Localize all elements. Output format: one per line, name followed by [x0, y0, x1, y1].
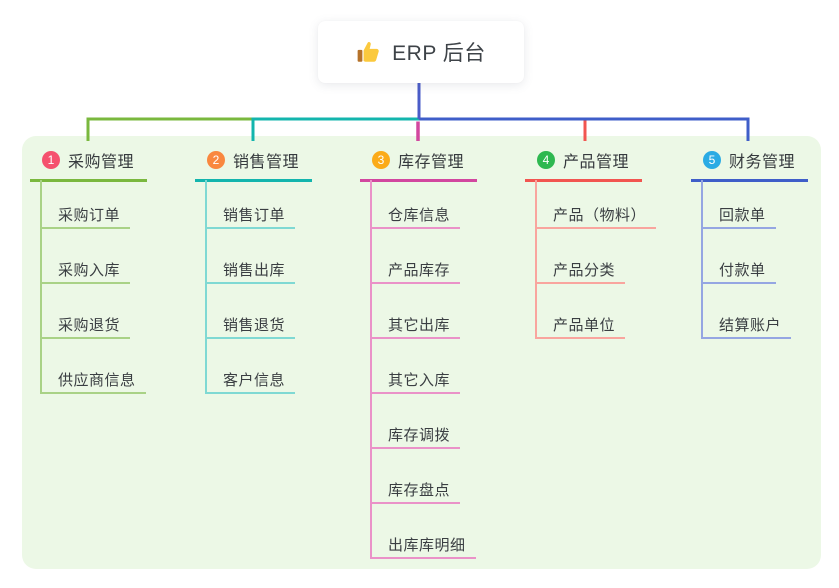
- branch-5-child-3[interactable]: 结算账户: [701, 317, 792, 339]
- root-node[interactable]: ERP 后台: [318, 21, 524, 83]
- branch-3-label: 库存管理: [398, 154, 465, 171]
- branch-3-number-badge: 3: [372, 151, 390, 169]
- branch-3-child-5[interactable]: 库存调拨: [370, 427, 461, 449]
- branch-1-label: 采购管理: [68, 154, 135, 171]
- branch-4-child-3[interactable]: 产品单位: [535, 317, 626, 339]
- branch-4-number-badge: 4: [537, 151, 555, 169]
- branch-2-number-badge: 2: [207, 151, 225, 169]
- branch-4-child-2[interactable]: 产品分类: [535, 262, 626, 284]
- branch-2-child-2[interactable]: 销售出库: [205, 262, 296, 284]
- branch-node-1[interactable]: 1 采购管理: [30, 148, 148, 182]
- branch-2-child-3[interactable]: 销售退货: [205, 317, 296, 339]
- branch-2-label: 销售管理: [233, 154, 300, 171]
- branch-1-child-4[interactable]: 供应商信息: [40, 372, 146, 394]
- branch-2-children-connector: [205, 180, 207, 394]
- branch-5-child-1[interactable]: 回款单: [701, 207, 776, 229]
- branch-3-children-connector: [370, 180, 372, 559]
- branch-4-child-1[interactable]: 产品（物料）: [535, 207, 657, 229]
- branch-1-child-3[interactable]: 采购退货: [40, 317, 131, 339]
- branch-5-number-badge: 5: [703, 151, 721, 169]
- branch-3-child-1[interactable]: 仓库信息: [370, 207, 461, 229]
- branch-node-2[interactable]: 2 销售管理: [195, 148, 313, 182]
- branch-3-child-4[interactable]: 其它入库: [370, 372, 461, 394]
- branch-1-number-badge: 1: [42, 151, 60, 169]
- branch-2-child-1[interactable]: 销售订单: [205, 207, 296, 229]
- branch-node-4[interactable]: 4 产品管理: [525, 148, 643, 182]
- branch-node-3[interactable]: 3 库存管理: [360, 148, 478, 182]
- branch-5-child-2[interactable]: 付款单: [701, 262, 776, 284]
- branch-5-children-connector: [701, 180, 703, 339]
- branch-1-child-1[interactable]: 采购订单: [40, 207, 131, 229]
- branch-node-5[interactable]: 5 财务管理: [691, 148, 809, 182]
- branch-3-child-6[interactable]: 库存盘点: [370, 482, 461, 504]
- branch-3-child-3[interactable]: 其它出库: [370, 317, 461, 339]
- branch-4-children-connector: [535, 180, 537, 339]
- root-node-label: ERP 后台: [392, 42, 486, 65]
- branch-1-children-connector: [40, 180, 42, 394]
- branch-3-child-7[interactable]: 出库库明细: [370, 537, 476, 559]
- branch-5-label: 财务管理: [729, 154, 796, 171]
- thumbs-up-icon: [356, 39, 382, 65]
- branch-4-label: 产品管理: [563, 154, 630, 171]
- branch-2-child-4[interactable]: 客户信息: [205, 372, 296, 394]
- mindmap-panel: [22, 136, 821, 569]
- branch-1-child-2[interactable]: 采购入库: [40, 262, 131, 284]
- branch-3-child-2[interactable]: 产品库存: [370, 262, 461, 284]
